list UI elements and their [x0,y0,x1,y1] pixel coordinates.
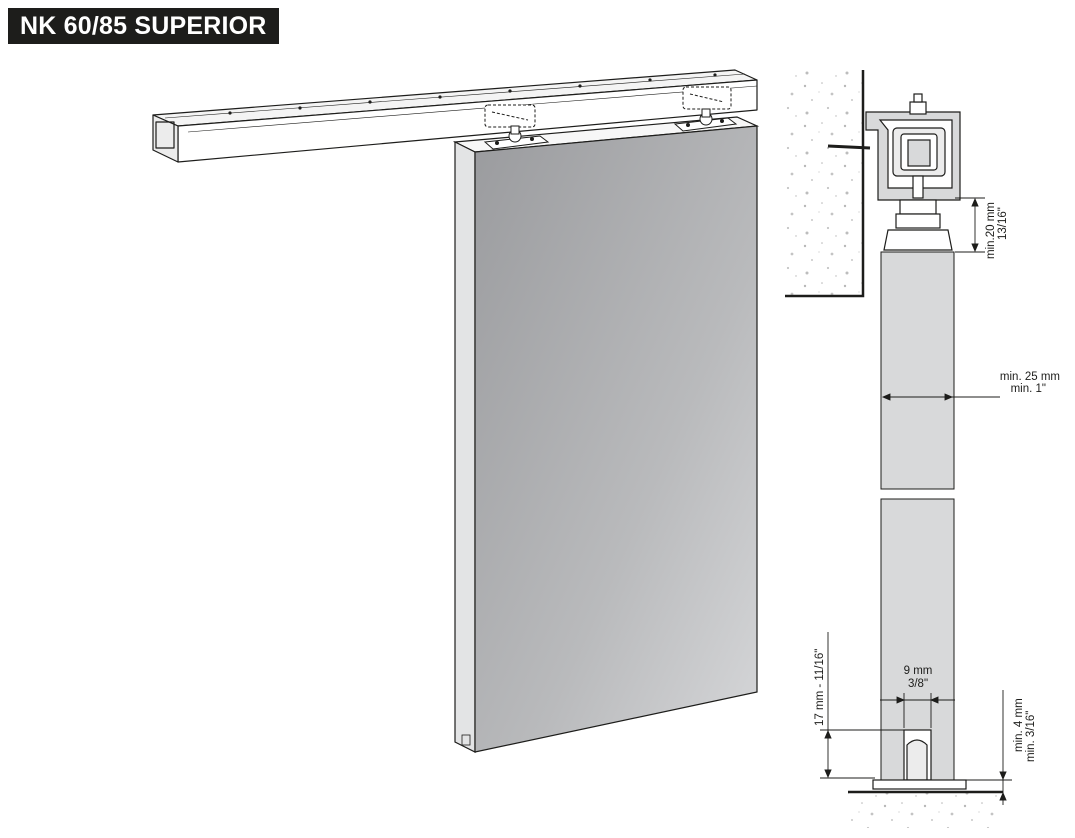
door-section-upper [880,251,955,490]
track-rail [152,69,758,163]
floor-guide [872,729,967,790]
page-title: NK 60/85 SUPERIOR [8,8,279,44]
dim-top-clearance-in: 13/16" [997,207,1009,240]
door-front-face [474,125,758,753]
dim-floor-clearance-in: min. 3/16" [1025,711,1037,762]
dim-floor-clearance-mm: min. 4 mm [1013,698,1025,752]
dim-groove-depth-label: 17 mm - 11/16" [814,649,826,726]
dim-door-thickness-in: min. 1" [1011,383,1046,395]
track-profile [865,93,961,251]
door-edge [454,141,476,753]
dim-groove-width-mm: 9 mm [904,665,933,677]
dim-floor-clearance [966,690,1012,805]
ceiling-wall [785,70,871,298]
dim-groove-width [880,693,955,728]
dim-door-thickness [881,393,1000,401]
dim-door-thickness-mm: min. 25 mm [1000,371,1060,383]
dim-groove-depth [820,632,904,779]
floor [848,790,1003,828]
rail-holes [228,73,717,115]
roller-carriage-left [484,104,536,128]
dim-groove-width-in: 3/8" [908,678,928,690]
dim-top-clearance-mm: min.20 mm [985,202,997,259]
section-view: min.20 mm 13/16" min. 25 mm min. 1" 9 mm… [785,70,1060,828]
hanger-bracket-right [673,108,738,132]
door-perspective [152,69,760,753]
hanger-bracket-left [483,125,550,150]
dim-top-clearance [955,197,985,253]
roller-carriage-right [682,86,732,110]
